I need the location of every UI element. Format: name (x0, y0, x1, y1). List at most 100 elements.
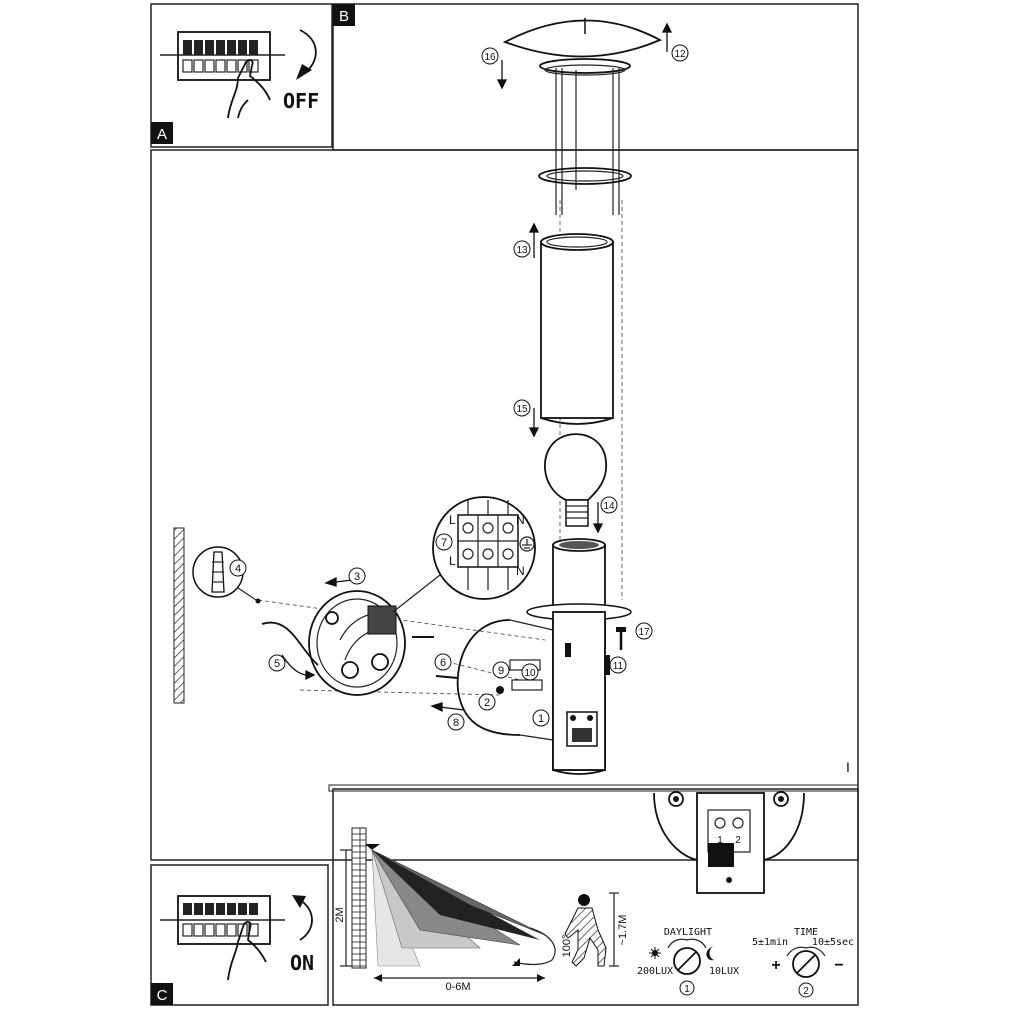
panel-b-tag-text: B (339, 8, 349, 25)
time-min: 5±1min (752, 937, 788, 948)
callout-17: 17 (635, 622, 653, 640)
page-mark: I (846, 759, 850, 775)
range-label: 0-6M (445, 981, 470, 993)
breaker-on-illustration: ON (160, 895, 314, 981)
hand-icon (227, 59, 271, 119)
sensor-detail-closeup: 1 2 (653, 791, 805, 894)
svg-text:8: 8 (453, 717, 459, 729)
callout-16: 16 (481, 47, 499, 65)
svg-text:12: 12 (674, 49, 686, 60)
panel-a-tag-text: A (157, 126, 167, 143)
sun-icon (649, 947, 661, 959)
svg-text:17: 17 (638, 627, 650, 638)
on-label: ON (290, 951, 314, 975)
callout-7: 7 (435, 533, 453, 551)
terminal-top-l: L (449, 513, 456, 527)
wall-section (173, 527, 185, 704)
callout-1: 1 (532, 709, 550, 727)
daylight-control: DAYLIGHT 200LUX 10LUX 1 (637, 927, 739, 996)
svg-text:14: 14 (603, 501, 615, 512)
wall-mount-plate (456, 619, 554, 741)
wall-plug-icon (192, 546, 261, 604)
hand-icon (227, 921, 267, 981)
panel-b-tag: B (333, 4, 355, 26)
time-max: 10±5sec (812, 937, 854, 948)
time-title: TIME (794, 927, 818, 938)
knob-label-1: 1 (717, 835, 723, 846)
rotate-up-arrow-icon (299, 899, 313, 941)
callout-15: 15 (513, 399, 531, 417)
person-height-label: ~1.7M (617, 915, 629, 946)
time-control: TIME 5±1min 10±5sec + − 2 (752, 927, 854, 998)
sensor-panel-frame (332, 788, 859, 1006)
panel-c-frame (150, 864, 329, 1006)
svg-text:9: 9 (498, 665, 504, 677)
time-index: 2 (803, 986, 809, 997)
sensor-panel-inner-frame (328, 784, 859, 792)
svg-text:13: 13 (516, 245, 528, 256)
callout-12: 12 (671, 44, 689, 62)
svg-text:6: 6 (440, 657, 446, 669)
callout-5: 5 (268, 654, 286, 672)
time-plus: + (771, 957, 780, 974)
person-height-dimension: ~1.7M (609, 892, 629, 967)
junction-box (308, 590, 406, 696)
panel-a-frame (150, 3, 333, 148)
svg-text:4: 4 (235, 563, 241, 575)
callout-4: 4 (229, 559, 247, 577)
supply-cable (261, 621, 319, 666)
svg-text:15: 15 (516, 404, 528, 415)
breaker-off-illustration: OFF (160, 29, 319, 119)
lamp-roof (502, 18, 663, 215)
svg-text:3: 3 (354, 571, 360, 583)
svg-text:1: 1 (538, 713, 544, 725)
height-dimension: 2M (334, 849, 352, 967)
knob-label-2: 2 (735, 835, 741, 846)
glass-cylinder (540, 233, 614, 425)
callout-9: 9 (492, 661, 510, 679)
light-bulb (544, 433, 607, 527)
callout-11: 11 (609, 656, 627, 674)
svg-text:2: 2 (484, 697, 490, 709)
range-dimension: 0-6M (374, 974, 545, 993)
svg-text:5: 5 (274, 658, 280, 670)
terminal-top-n: N (516, 513, 525, 527)
panel-c-tag-text: C (157, 987, 168, 1004)
panel-c-tag: C (151, 983, 173, 1005)
callout-14: 14 (600, 496, 618, 514)
svg-text:11: 11 (613, 661, 624, 672)
height-label: 2M (334, 907, 346, 922)
terminal-bottom-l: L (449, 554, 456, 568)
svg-text:10: 10 (524, 668, 536, 679)
callout-3: 3 (348, 567, 366, 585)
screws (412, 627, 626, 679)
arrows (281, 22, 673, 713)
person-icon (564, 894, 607, 967)
terminal-bottom-n: N (516, 564, 525, 578)
callout-13: 13 (513, 240, 531, 258)
brick-wall (351, 827, 367, 969)
panel-b-top-frame (332, 3, 859, 151)
detection-cone (365, 844, 546, 967)
angle-marker: 100° (512, 927, 573, 966)
svg-text:7: 7 (441, 537, 447, 549)
base-post (526, 538, 632, 775)
daylight-min: 200LUX (637, 966, 673, 977)
daylight-title: DAYLIGHT (664, 927, 712, 938)
terminal-block-zoom: L N L N (392, 496, 536, 613)
off-label: OFF (283, 89, 319, 113)
callout-2: 2 (478, 693, 496, 711)
daylight-index: 1 (684, 984, 690, 995)
angle-label: 100° (561, 935, 573, 958)
callout-markers: 1 2 3 4 5 6 7 8 9 10 11 12 13 14 15 16 1… (229, 44, 689, 731)
breaker-switches (182, 40, 259, 73)
panel-a-tag: A (151, 122, 173, 144)
callout-8: 8 (447, 713, 465, 731)
svg-text:16: 16 (484, 52, 496, 63)
callout-6: 6 (434, 653, 452, 671)
moon-icon (706, 946, 714, 961)
time-minus: − (834, 957, 843, 974)
callout-10: 10 (521, 663, 539, 681)
ground-icon (519, 536, 535, 552)
